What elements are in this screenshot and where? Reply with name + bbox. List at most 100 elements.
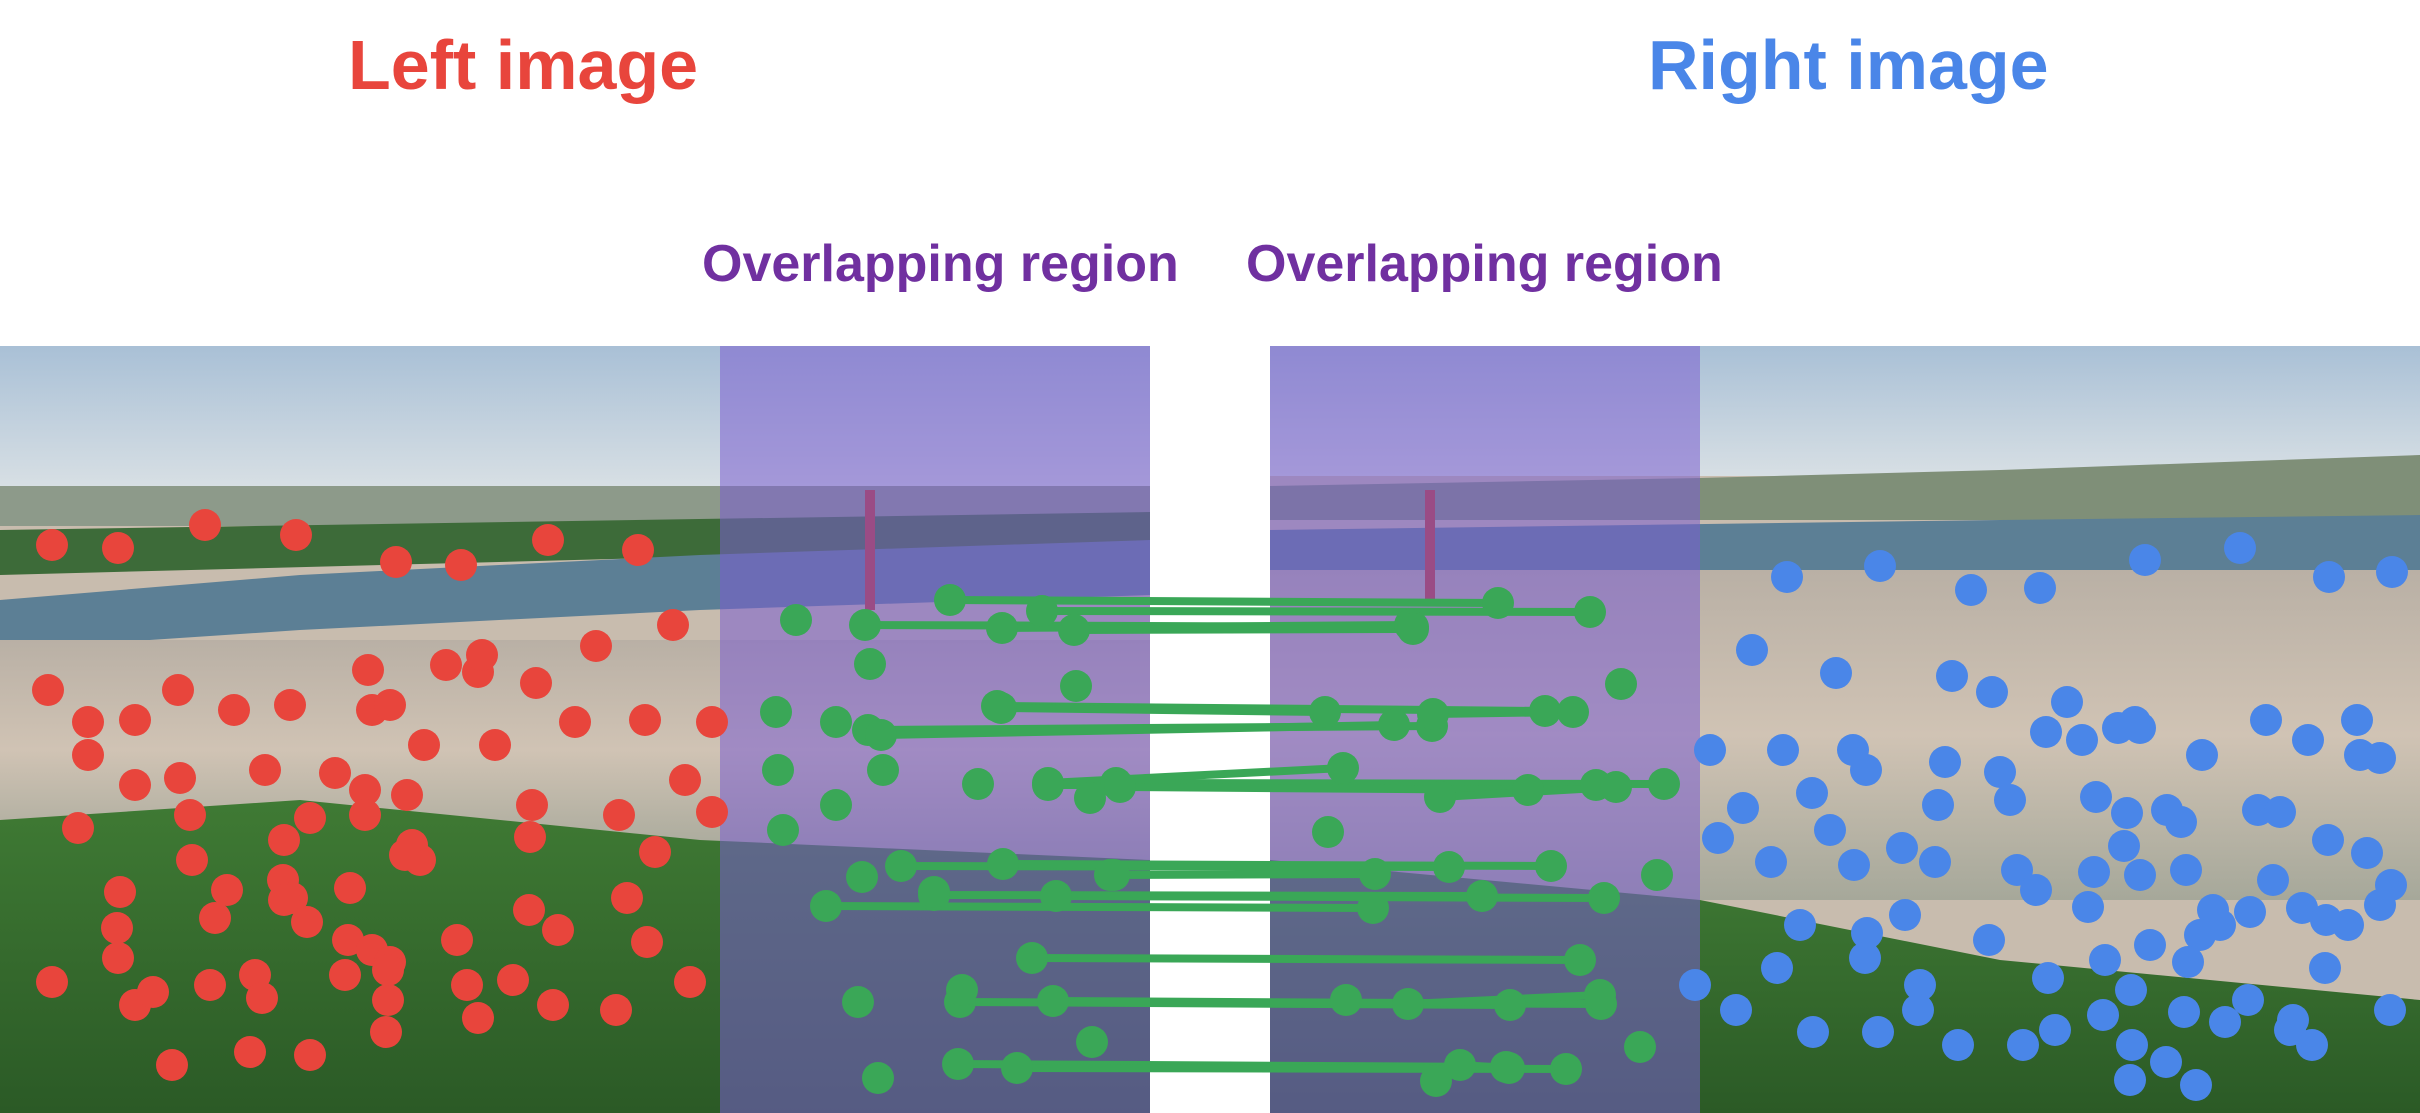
left-feature-point [479, 729, 511, 761]
match-point-left [942, 1048, 974, 1080]
left-feature-point [537, 989, 569, 1021]
right-feature-point [1797, 1016, 1829, 1048]
right-feature-point [1736, 634, 1768, 666]
match-point-left [1424, 781, 1456, 813]
overlap-point-left [867, 754, 899, 786]
match-point-left [985, 692, 1017, 724]
right-feature-point [1919, 846, 1951, 878]
match-point-right [1359, 858, 1391, 890]
left-feature-point [639, 836, 671, 868]
right-feature-point [2066, 724, 2098, 756]
right-feature-point [2007, 1029, 2039, 1061]
overlap-point-left [762, 754, 794, 786]
match-point-left [1058, 614, 1090, 646]
left-feature-point [294, 1039, 326, 1071]
left-feature-point [372, 984, 404, 1016]
match-point-left [934, 584, 966, 616]
right-feature-point [1761, 952, 1793, 984]
match-line [1109, 870, 1376, 879]
left-feature-point [199, 902, 231, 934]
match-point-left [1026, 595, 1058, 627]
left-feature-points [32, 509, 728, 1081]
left-feature-point [329, 959, 361, 991]
right-feature-point [1886, 832, 1918, 864]
overlap-point-left [1076, 1026, 1108, 1058]
left-feature-point [36, 966, 68, 998]
overlap-point-left [918, 876, 950, 908]
left-feature-point [611, 882, 643, 914]
right-feature-point [1994, 784, 2026, 816]
match-point-left [810, 890, 842, 922]
right-feature-point [2089, 944, 2121, 976]
right-feature-point [1694, 734, 1726, 766]
right-feature-point [2024, 572, 2056, 604]
overlap-point-left [1098, 859, 1130, 891]
right-feature-point [2186, 739, 2218, 771]
left-feature-point [349, 774, 381, 806]
overlap-point-right [1330, 984, 1362, 1016]
match-line [1055, 892, 1605, 902]
overlap-feature-points [760, 584, 1680, 1097]
right-feature-point [1889, 899, 1921, 931]
right-feature-point [2374, 994, 2406, 1026]
overlap-point-left [862, 1062, 894, 1094]
overlap-point-right [1641, 859, 1673, 891]
overlap-point-left [780, 604, 812, 636]
left-feature-point [218, 694, 250, 726]
left-feature-point [603, 799, 635, 831]
match-point-right [1378, 709, 1410, 741]
match-point-right [1309, 696, 1341, 728]
left-feature-point [669, 764, 701, 796]
right-feature-point [2313, 561, 2345, 593]
overlap-point-left [946, 974, 978, 1006]
overlap-point-left [842, 986, 874, 1018]
right-feature-point [1902, 994, 1934, 1026]
left-image-title: Left image [348, 26, 699, 104]
match-point-right [1600, 771, 1632, 803]
left-feature-point [352, 654, 384, 686]
match-point-left [849, 609, 881, 641]
match-point-right [1648, 768, 1680, 800]
match-point-left [865, 719, 897, 751]
left-feature-point [274, 689, 306, 721]
right-feature-point [1850, 754, 1882, 786]
right-feature-point [2257, 864, 2289, 896]
left-feature-point [119, 704, 151, 736]
left-feature-point [268, 884, 300, 916]
left-feature-point [513, 894, 545, 926]
right-feature-point [2312, 824, 2344, 856]
match-point-left [885, 850, 917, 882]
left-feature-point [234, 1036, 266, 1068]
left-feature-point [104, 876, 136, 908]
left-feature-point [268, 824, 300, 856]
left-feature-point [391, 779, 423, 811]
right-feature-point [2087, 999, 2119, 1031]
match-point-right [1466, 880, 1498, 912]
match-point-left [1104, 771, 1136, 803]
overlap-point-right [1312, 816, 1344, 848]
right-feature-point [2165, 806, 2197, 838]
overlap-label-right: Overlapping region [1246, 235, 1723, 293]
right-image-title: Right image [1648, 26, 2049, 104]
left-feature-point [532, 524, 564, 556]
left-feature-point [36, 529, 68, 561]
left-feature-point [334, 872, 366, 904]
right-feature-point [2376, 556, 2408, 588]
right-feature-point [1936, 660, 1968, 692]
left-feature-point [280, 519, 312, 551]
overlap-point-right [1624, 1031, 1656, 1063]
right-feature-point [2108, 830, 2140, 862]
left-feature-point [101, 912, 133, 944]
left-feature-point [291, 906, 323, 938]
left-feature-point [629, 704, 661, 736]
overlap-label-left: Overlapping region [702, 235, 1179, 293]
right-feature-point [1702, 822, 1734, 854]
left-feature-point [62, 812, 94, 844]
overlap-point-left [854, 648, 886, 680]
match-point-right [1357, 892, 1389, 924]
right-feature-point [1771, 561, 1803, 593]
overlap-point-left [846, 861, 878, 893]
right-feature-point [1796, 777, 1828, 809]
left-feature-point [374, 689, 406, 721]
